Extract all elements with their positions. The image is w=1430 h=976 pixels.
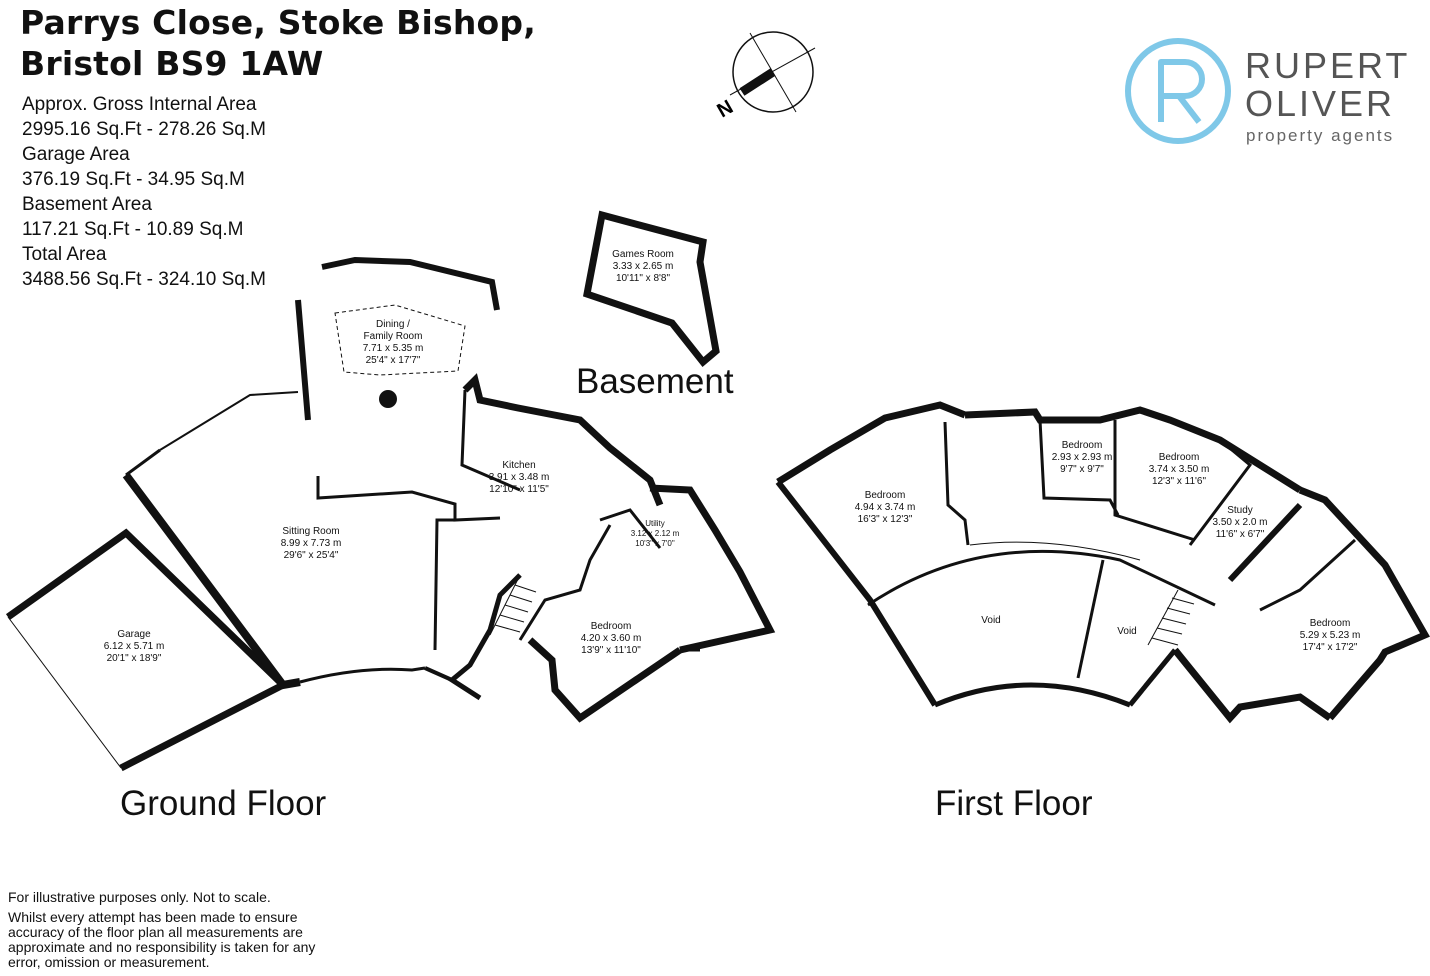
room-dining-family: Dining / Family Room 7.71 x 5.35 m 25'4"…: [363, 319, 424, 367]
room-name: Bedroom: [864, 490, 906, 501]
floor-label-ground: Ground Floor: [120, 784, 327, 823]
room-metric: 3.33 x 2.65 m: [612, 261, 674, 272]
room-games: Games Room 3.33 x 2.65 m 10'11" x 8'8": [612, 249, 674, 285]
area-total: Total Area 3488.56 Sq.Ft - 324.10 Sq.M: [22, 242, 266, 292]
floor-label-first: First Floor: [935, 784, 1093, 823]
area-value: 117.21 Sq.Ft - 10.89 Sq.M: [22, 219, 244, 240]
room-utility: Utility 3.12 x 2.12 m 10'3" x 7'0": [631, 519, 679, 549]
compass-north-letter: N: [714, 96, 738, 122]
logo-line-2: OLIVER: [1245, 83, 1395, 124]
room-imperial: 11'6" x 6'7": [1215, 529, 1265, 540]
logo-ring: [1125, 38, 1231, 144]
room-first-bedroom-3: Bedroom 3.74 x 3.50 m 12'3" x 11'6": [1149, 452, 1210, 488]
room-imperial: 25'4" x 17'7": [365, 355, 421, 366]
logo-line-1: RUPERT: [1245, 45, 1410, 86]
area-value: 2995.16 Sq.Ft - 278.26 Sq.M: [22, 119, 266, 140]
area-garage: Garage Area 376.19 Sq.Ft - 34.95 Sq.M: [22, 142, 266, 192]
room-name: Void: [981, 615, 1001, 626]
room-name: Bedroom: [1061, 440, 1103, 451]
room-name: Bedroom: [1309, 618, 1351, 629]
room-name: Utility: [645, 519, 665, 528]
room-metric: 7.71 x 5.35 m: [362, 343, 424, 354]
room-name: Bedroom: [1158, 452, 1200, 463]
room-first-bedroom-2: Bedroom 2.93 x 2.93 m 9'7" x 9'7": [1052, 440, 1113, 476]
logo-tagline: property agents: [1246, 126, 1394, 145]
room-imperial: 17'4" x 17'2": [1302, 642, 1358, 653]
room-ground-bedroom: Bedroom 4.20 x 3.60 m 13'9" x 11'10": [581, 621, 642, 657]
area-value: 3488.56 Sq.Ft - 324.10 Sq.M: [22, 269, 266, 290]
room-metric: 3.91 x 3.48 m: [488, 472, 550, 483]
room-metric: 6.12 x 5.71 m: [103, 641, 165, 652]
room-name: Garage: [117, 629, 151, 640]
room-garage: Garage 6.12 x 5.71 m 20'1" x 18'9": [104, 629, 165, 665]
first-floor-plan: [775, 401, 1430, 724]
title-line-2: Bristol BS9 1AW: [20, 44, 324, 83]
disclaimer-line-1: For illustrative purposes only. Not to s…: [8, 889, 271, 905]
room-name: Kitchen: [502, 460, 536, 471]
compass-icon: N: [714, 31, 816, 122]
room-study: Study 3.50 x 2.0 m 11'6" x 6'7": [1212, 505, 1267, 541]
room-first-bedroom-4: Bedroom 5.29 x 5.23 m 17'4" x 17'2": [1300, 618, 1361, 654]
area-label: Garage Area: [22, 144, 130, 165]
room-kitchen: Kitchen 3.91 x 3.48 m 12'10" x 11'5": [489, 460, 550, 496]
room-metric: 5.29 x 5.23 m: [1299, 630, 1361, 641]
area-label: Approx. Gross Internal Area: [22, 94, 257, 115]
title-line-1: Parrys Close, Stoke Bishop,: [20, 3, 536, 42]
room-metric: 4.20 x 3.60 m: [580, 633, 642, 644]
room-void-1: Void: [981, 615, 1000, 627]
room-imperial: 9'7" x 9'7": [1060, 464, 1104, 475]
room-imperial: 12'10" x 11'5": [489, 484, 549, 495]
area-label: Basement Area: [22, 194, 152, 215]
room-metric: 2.93 x 2.93 m: [1051, 452, 1113, 463]
room-name: Family Room: [363, 331, 423, 342]
room-imperial: 13'9" x 11'10": [581, 645, 641, 656]
room-name: Dining /: [376, 319, 410, 330]
room-name: Games Room: [612, 249, 674, 260]
room-name: Void: [1117, 626, 1137, 637]
room-metric: 3.74 x 3.50 m: [1148, 464, 1210, 475]
room-name: Study: [1227, 505, 1253, 516]
area-label: Total Area: [22, 244, 107, 265]
room-metric: 3.50 x 2.0 m: [1212, 517, 1268, 528]
logo-r-monogram: [1158, 59, 1205, 124]
disclaimer-line-2: Whilst every attempt has been made to en…: [8, 909, 316, 970]
room-imperial: 16'3" x 12'3": [857, 514, 913, 525]
room-metric: 3.12 x 2.12 m: [630, 529, 680, 538]
floor-label-basement: Basement: [576, 362, 734, 401]
room-imperial: 12'3" x 11'6": [1151, 476, 1207, 487]
ground-floor-plan: [5, 256, 776, 772]
room-sitting: Sitting Room 8.99 x 7.73 m 29'6" x 25'4": [281, 526, 342, 562]
room-imperial: 10'3" x 7'0": [635, 539, 675, 548]
area-summary: Approx. Gross Internal Area 2995.16 Sq.F…: [22, 92, 266, 292]
room-name: Sitting Room: [282, 526, 340, 537]
room-imperial: 20'1" x 18'9": [106, 653, 162, 664]
property-title: Parrys Close, Stoke Bishop, Bristol BS9 …: [20, 2, 536, 84]
room-first-bedroom-1: Bedroom 4.94 x 3.74 m 16'3" x 12'3": [855, 490, 916, 526]
area-basement: Basement Area 117.21 Sq.Ft - 10.89 Sq.M: [22, 192, 266, 242]
room-name: Bedroom: [590, 621, 632, 632]
room-imperial: 29'6" x 25'4": [283, 550, 339, 561]
disclaimer: For illustrative purposes only. Not to s…: [8, 890, 328, 975]
area-value: 376.19 Sq.Ft - 34.95 Sq.M: [22, 169, 245, 190]
room-imperial: 10'11" x 8'8": [615, 273, 671, 284]
room-void-2: Void: [1117, 626, 1136, 638]
area-gross: Approx. Gross Internal Area 2995.16 Sq.F…: [22, 92, 266, 142]
room-metric: 8.99 x 7.73 m: [280, 538, 342, 549]
basement-plan: [582, 210, 720, 368]
room-metric: 4.94 x 3.74 m: [854, 502, 916, 513]
company-logo: RUPERT OLIVER property agents: [1125, 38, 1410, 145]
